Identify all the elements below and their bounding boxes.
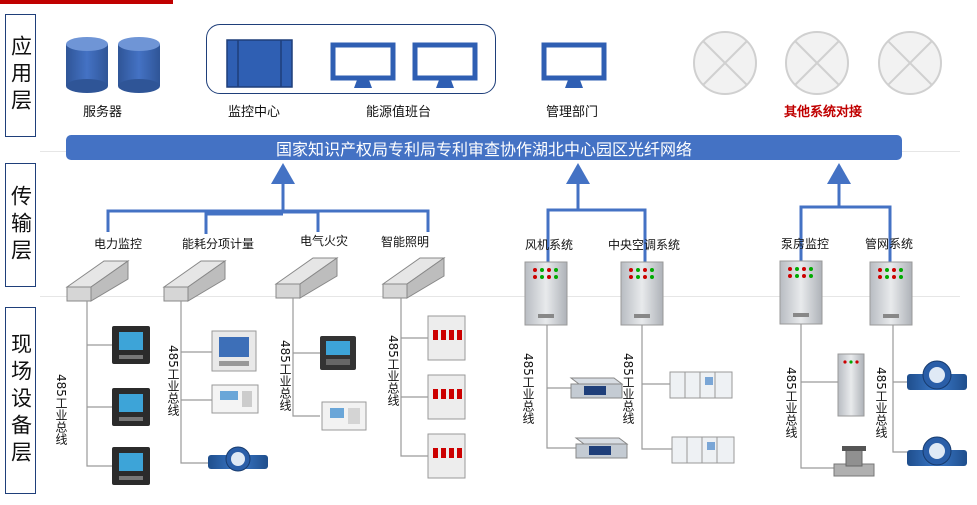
power-meter-icon [112, 326, 150, 364]
energy-duty-label: 能源值班台 [366, 105, 432, 120]
fire-detector-icon [320, 336, 356, 370]
pump-cabinet-icon [837, 353, 865, 417]
power-meter-icon [112, 388, 150, 426]
network-label: 国家知识产权局专利局专利审查协作湖北中心园区光纤网络 [275, 139, 692, 159]
fan-unit-icon [574, 437, 629, 459]
bus-label: 485工业总线 [521, 353, 535, 424]
layer-application-box: 应用层 [5, 14, 36, 137]
gateway-icon [381, 257, 446, 299]
water-meter-icon [208, 446, 268, 472]
subsystem-label-pipe: 管网系统 [865, 237, 914, 251]
layer-transport-label: 传输层 [8, 184, 33, 266]
subsystem-label-hvac: 中央空调系统 [608, 238, 681, 252]
network-bar: 国家知识产权局专利局专利审查协作湖北中心园区光纤网络 [66, 135, 902, 160]
control-cabinet-icon [779, 260, 823, 325]
subsystem-label-lighting: 智能照明 [381, 235, 430, 249]
layer-application-label: 应用层 [8, 35, 33, 116]
power-meter-icon [112, 447, 150, 485]
bus-label: 485工业总线 [166, 345, 180, 416]
lighting-module-icon [427, 315, 466, 361]
top-accent-bar [0, 0, 173, 4]
bus-label: 485工业总线 [386, 335, 400, 406]
valve-icon [833, 446, 875, 477]
placeholder-icon [785, 31, 849, 95]
control-cabinet-icon [869, 261, 913, 326]
monitor-icon [541, 42, 607, 88]
monitor-icon [412, 42, 478, 88]
server-icon [118, 37, 160, 93]
water-meter-icon [907, 360, 967, 390]
monitor-icon [330, 42, 396, 88]
monitor-center-label: 监控中心 [228, 105, 281, 120]
fire-module-icon [321, 401, 367, 431]
lighting-module-icon [427, 374, 466, 420]
bus-label: 485工业总线 [784, 367, 798, 438]
field-bus-lines [86, 298, 913, 469]
subsystem-label-fan: 风机系统 [525, 238, 574, 252]
server-icon [66, 37, 108, 93]
bus-label: 485工业总线 [54, 374, 68, 445]
management-label: 管理部门 [546, 105, 599, 120]
subsystem-label-power-monitor: 电力监控 [94, 237, 143, 251]
multifunction-meter-icon [211, 330, 257, 372]
separator-line [40, 296, 960, 297]
air-handling-unit-icon [671, 436, 735, 464]
bus-label: 485工业总线 [621, 353, 635, 424]
other-systems-label: 其他系统对接 [784, 105, 863, 120]
layer-field-label: 现场设备层 [8, 333, 33, 468]
control-cabinet-icon [620, 261, 664, 326]
layer-transport-box: 传输层 [5, 163, 36, 287]
monitor-group-box [206, 24, 496, 94]
bus-label: 485工业总线 [278, 340, 292, 411]
lighting-module-icon [427, 433, 466, 479]
layer-field-box: 现场设备层 [5, 307, 36, 494]
air-handling-unit-icon [669, 371, 733, 399]
transport-links [106, 163, 892, 262]
placeholder-icon [878, 31, 942, 95]
gateway-icon [162, 260, 227, 302]
gateway-icon [65, 260, 130, 302]
subsystem-label-pump: 泵房监控 [781, 237, 830, 251]
video-wall-icon [226, 39, 293, 88]
placeholder-icon [693, 31, 757, 95]
rail-meter-icon [211, 384, 259, 414]
subsystem-label-fire: 电气火灾 [300, 234, 349, 248]
subsystem-label-energy-metering: 能耗分项计量 [182, 237, 255, 251]
gateway-icon [274, 257, 339, 299]
bus-label: 485工业总线 [874, 367, 888, 438]
fan-unit-icon [569, 377, 624, 399]
control-cabinet-icon [524, 261, 568, 326]
server-label: 服务器 [83, 105, 123, 120]
water-meter-icon [907, 436, 967, 466]
